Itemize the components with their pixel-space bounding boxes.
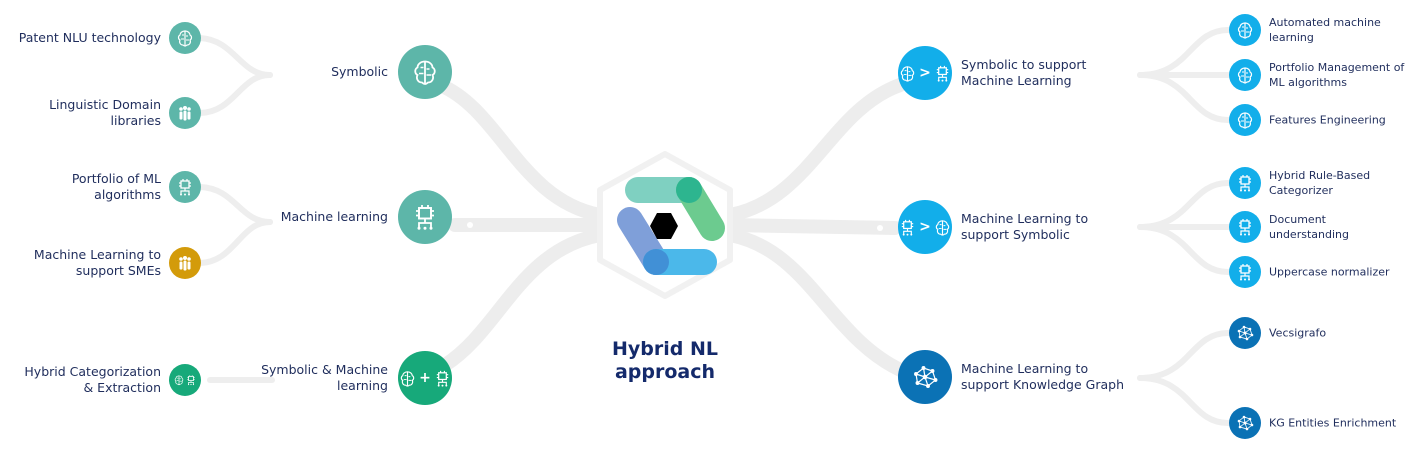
left-leaf-1-1-node[interactable] xyxy=(169,247,201,279)
left-leaf-2-0-node[interactable] xyxy=(169,364,201,396)
right-leaf-1-0-label: Hybrid Rule-Based Categorizer xyxy=(1269,169,1371,197)
chip-icon xyxy=(175,177,195,197)
left-leaf-0-1-node[interactable] xyxy=(169,97,201,129)
right-branch-2-node[interactable] xyxy=(898,350,952,404)
people-icon xyxy=(175,103,195,123)
chip-icon xyxy=(1235,173,1255,193)
left-branch-2-node[interactable]: + xyxy=(398,351,452,405)
brain-icon xyxy=(175,28,195,48)
right-leaf-2-1-node[interactable] xyxy=(1229,407,1261,439)
people-icon xyxy=(175,253,195,273)
right-leaf-0-1-label: Portfolio Management of ML algorithms xyxy=(1269,61,1405,89)
left-leaf-2-0-label: Hybrid Categorization & Extraction xyxy=(24,364,161,395)
right-leaf-2-0-node[interactable] xyxy=(1229,317,1261,349)
brain-icon xyxy=(1235,110,1255,130)
left-leaf-0-0-node[interactable] xyxy=(169,22,201,54)
left-branch-1-label: Machine learning xyxy=(280,209,388,224)
brain-icon xyxy=(1235,20,1255,40)
right-leaf-0-2-node[interactable] xyxy=(1229,104,1261,136)
left-leaf-0-0-label: Patent NLU technology xyxy=(18,30,161,45)
right-branch-0-label: Symbolic to support Machine Learning xyxy=(961,57,1087,88)
hybrid-logo-icon xyxy=(597,151,733,299)
brain-gt-chip-icon: > xyxy=(898,64,952,83)
right-branch-2-label: Machine Learning to support Knowledge Gr… xyxy=(961,361,1124,392)
network-icon xyxy=(1235,413,1255,433)
right-leaf-2-1-label: KG Entities Enrichment xyxy=(1269,416,1397,430)
chip-icon xyxy=(1235,217,1255,237)
right-leaf-2-0-label: Vecsigrafo xyxy=(1269,326,1327,340)
center-title: Hybrid NL approach xyxy=(600,338,730,384)
right-leaf-1-1-node[interactable] xyxy=(1229,211,1261,243)
brain-icon xyxy=(410,57,440,87)
right-branch-1-node[interactable]: > xyxy=(898,200,952,254)
right-branch-1-label: Machine Learning to support Symbolic xyxy=(961,211,1089,242)
left-branch-2-label: Symbolic & Machine learning xyxy=(261,362,388,393)
right-leaf-0-2-label: Features Engineering xyxy=(1269,113,1386,127)
right-leaf-1-2-label: Uppercase normalizer xyxy=(1269,265,1390,279)
brain-icon xyxy=(1235,65,1255,85)
right-branch-0-node[interactable]: > xyxy=(898,46,952,100)
left-branch-0-node[interactable] xyxy=(398,45,452,99)
right-leaf-1-2-node[interactable] xyxy=(1229,256,1261,288)
right-leaf-0-1-node[interactable] xyxy=(1229,59,1261,91)
left-leaf-0-1-label: Linguistic Domain libraries xyxy=(49,97,161,128)
chip-icon xyxy=(1235,262,1255,282)
brain-chip-icon xyxy=(173,374,197,386)
chip-gt-brain-icon: > xyxy=(898,218,952,237)
left-leaf-1-0-node[interactable] xyxy=(169,171,201,203)
right-leaf-1-1-label: Document understanding xyxy=(1269,213,1349,241)
network-icon xyxy=(910,362,940,392)
hybrid-logo xyxy=(594,150,736,300)
network-icon xyxy=(1235,323,1255,343)
center-title-line2: approach xyxy=(614,361,716,383)
center-title-line1: Hybrid NL xyxy=(612,338,718,360)
brain-plus-chip-icon: + xyxy=(398,369,452,388)
left-leaf-1-0-label: Portfolio of ML algorithms xyxy=(71,171,161,202)
left-branch-0-label: Symbolic xyxy=(331,64,388,79)
chip-icon xyxy=(410,202,440,232)
left-leaf-1-1-label: Machine Learning to support SMEs xyxy=(33,247,161,278)
left-branch-1-node[interactable] xyxy=(398,190,452,244)
right-leaf-0-0-label: Automated machine learning xyxy=(1269,16,1381,44)
right-leaf-0-0-node[interactable] xyxy=(1229,14,1261,46)
right-leaf-1-0-node[interactable] xyxy=(1229,167,1261,199)
